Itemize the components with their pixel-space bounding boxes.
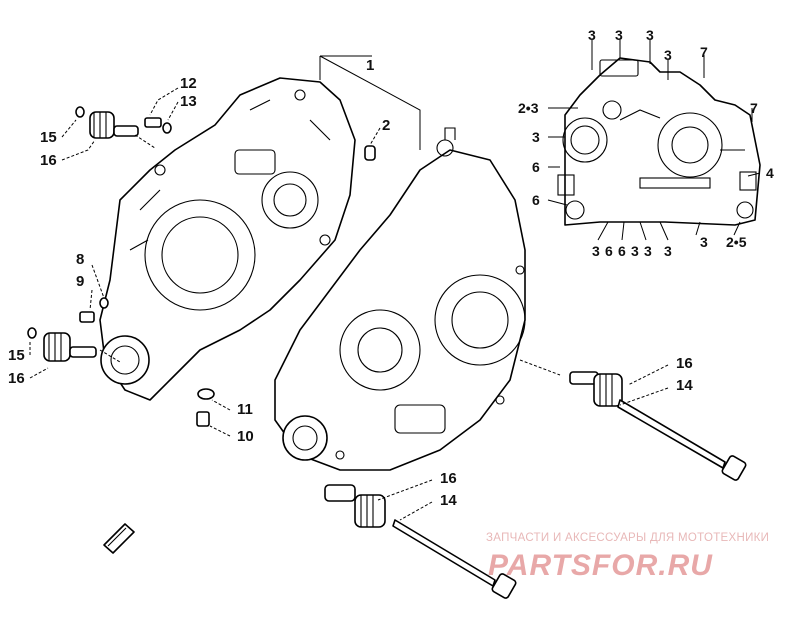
inset-callout-left-1: 2•3 [518, 100, 539, 116]
callout-16-bottom: 16 [440, 470, 457, 487]
left-crankcase-half [99, 77, 356, 401]
inset-callout-bottom-1: 3 [592, 243, 600, 259]
stud-12-13 [144, 117, 172, 134]
inset-callout-bottom-5: 3 [644, 243, 652, 259]
inset-callout-bottom-7: 3 [700, 234, 708, 250]
right-crankcase-half [274, 127, 526, 471]
callout-15-upper: 15 [40, 129, 57, 146]
watermark-logo: PARTSFOR.RU [488, 549, 713, 582]
inset-callout-top-4: 3 [664, 47, 672, 63]
callout-15-lower: 15 [8, 347, 25, 364]
callout-16-lower: 16 [8, 370, 25, 387]
callout-11: 11 [237, 401, 253, 418]
inset-callout-top-1: 3 [588, 27, 596, 43]
inset-cover-view [557, 57, 761, 226]
callout-16-right: 16 [676, 355, 693, 372]
callout-8: 8 [76, 251, 84, 268]
bolt-assembly-lower [324, 484, 517, 599]
callout-10: 10 [237, 428, 254, 445]
callout-13: 13 [180, 93, 197, 110]
callout-12: 12 [180, 75, 197, 92]
inset-callout-left-2: 3 [532, 129, 540, 145]
front-direction-arrow [103, 523, 135, 554]
callout-14-right: 14 [676, 377, 693, 394]
callout-2: 2 [382, 117, 390, 134]
inset-callout-top-2: 3 [615, 27, 623, 43]
bolt-assembly-right [569, 371, 747, 481]
callout-9: 9 [76, 273, 84, 290]
inset-callout-bottom-4: 3 [631, 243, 639, 259]
callout-14-bottom: 14 [440, 492, 457, 509]
inset-callout-top-5: 7 [700, 44, 708, 60]
inset-callout-bottom-6: 3 [664, 243, 672, 259]
callout-16-upper: 16 [40, 152, 57, 169]
inset-callout-top-3: 3 [646, 27, 654, 43]
drain-plug-10-11 [196, 388, 215, 427]
inset-callout-bottom-3: 6 [618, 243, 626, 259]
inset-callout-bottom-2: 6 [605, 243, 613, 259]
inset-callout-right-1: 7 [750, 100, 758, 116]
bearing-assembly-upper-left [75, 106, 139, 139]
bearing-assembly-lower-left [27, 327, 97, 362]
watermark-tagline: ЗАПЧАСТИ И АКСЕССУАРЫ ДЛЯ МОТОТЕХНИКИ [486, 532, 769, 544]
inset-callout-bottom-8: 2•5 [726, 234, 747, 250]
callout-1: 1 [366, 57, 374, 74]
inset-callout-right-2: 4 [766, 165, 774, 181]
dowel-pin-2 [364, 145, 376, 161]
inset-callout-left-4: 6 [532, 192, 540, 208]
inset-callout-left-3: 6 [532, 159, 540, 175]
inset-leader-lines [547, 40, 761, 241]
leader-lines [29, 55, 669, 521]
